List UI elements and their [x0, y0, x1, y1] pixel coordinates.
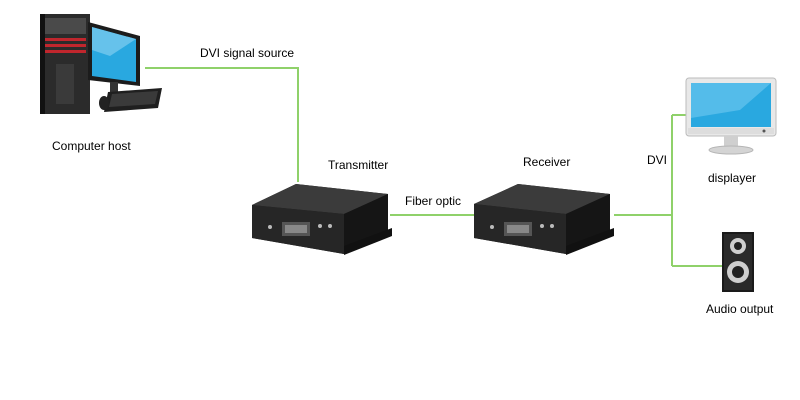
- transmitter-device-icon: [252, 184, 392, 255]
- line-computer-to-transmitter: [145, 67, 299, 182]
- fiber-optic-label: Fiber optic: [405, 194, 462, 208]
- computer-icon: [40, 14, 162, 114]
- dvi-signal-source-label: DVI signal source: [200, 46, 295, 60]
- receiver-device-icon: [474, 184, 614, 255]
- speaker-icon: [722, 232, 754, 292]
- monitor-icon: [685, 77, 777, 155]
- computer-host-label: Computer host: [52, 139, 131, 153]
- receiver-label: Receiver: [523, 155, 571, 169]
- displayer-label: displayer: [708, 171, 757, 185]
- connector-lines: [145, 67, 722, 267]
- transmitter-label: Transmitter: [328, 158, 389, 172]
- dvi-label: DVI: [647, 153, 668, 167]
- audio-output-label: Audio output: [706, 302, 774, 316]
